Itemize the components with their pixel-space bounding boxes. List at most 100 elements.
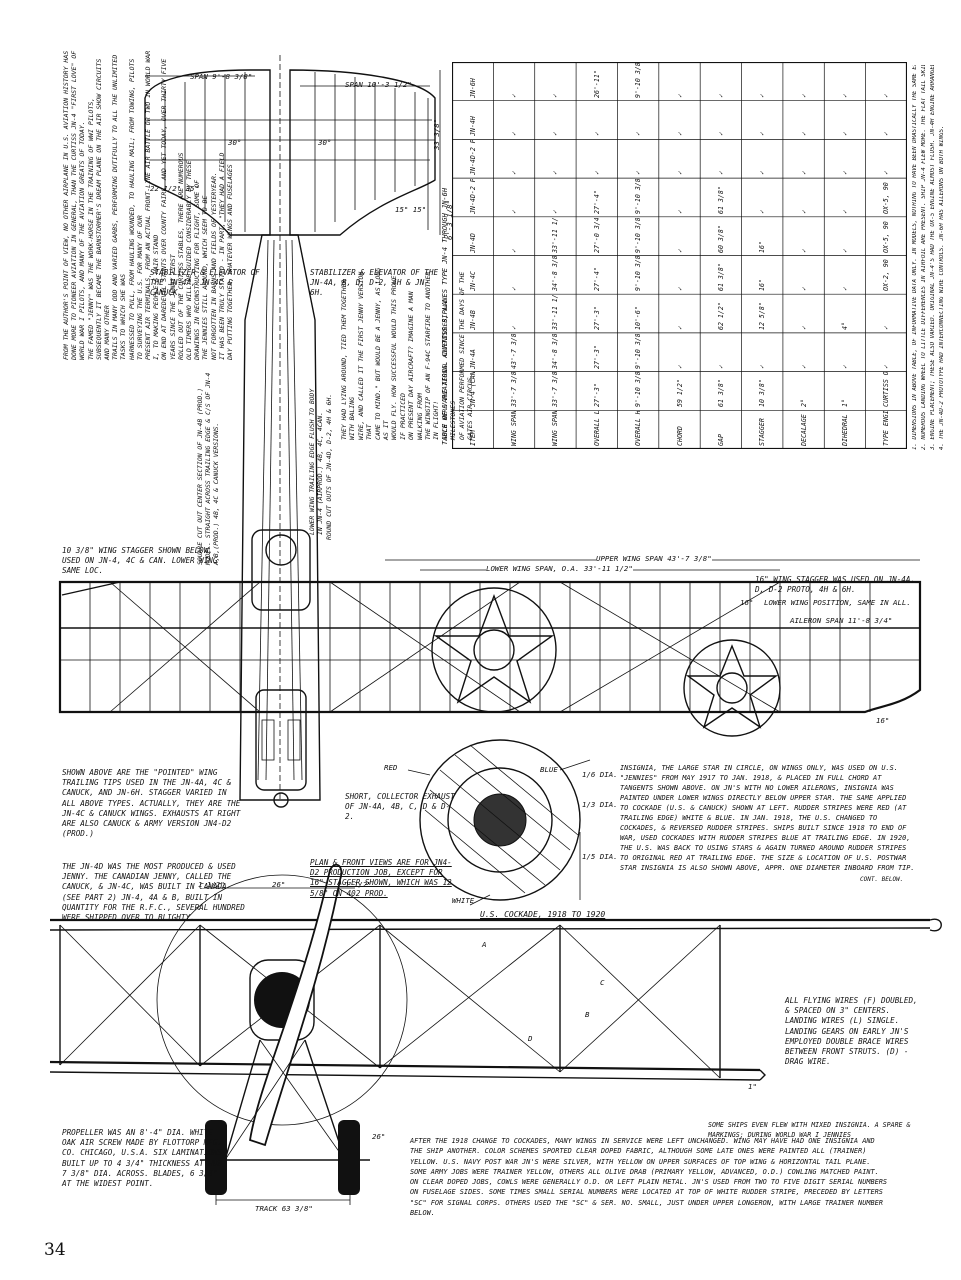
table-cell: ✓ (551, 171, 560, 176)
round-cutouts-label: ROUND CUT OUTS OF JN-4D, D-2, 4H & 6H. (325, 393, 333, 540)
table-cell: 27'-4" (592, 267, 601, 292)
table-cell: ✓ (716, 132, 725, 137)
span-stab-4-label: SPAN 9'-8 3/8" (190, 72, 253, 81)
table-cell: ✓ (675, 325, 684, 330)
table-cell: ✓ (882, 364, 891, 369)
upper-span-label: UPPER WING SPAN 43'-7 3/8" (596, 554, 712, 563)
table-row-label: OVERALL LENGTH (592, 411, 601, 446)
table-cell: 9'-10 3/8" (634, 256, 643, 292)
table-cell: ✓ (758, 364, 767, 369)
cockade-white-label: WHITE (452, 896, 475, 905)
cockade-dim-2: 1/3 DIA. (582, 800, 618, 809)
table-cell: ✓ (675, 287, 684, 292)
table-column-header: JN-4D-2 PRODUCTION (469, 140, 477, 175)
exhaust-note: SHORT, COLLECTOR EXHAUST OF JN-4A, 4B, C… (345, 792, 455, 822)
table-cell: OX-5, 90 (882, 182, 891, 214)
table-cell: 61 3/8" (716, 379, 725, 408)
table-cell: ✓ (799, 325, 808, 330)
tip-note: SHOWN ABOVE ARE THE "POINTED" WING TRAIL… (62, 768, 241, 839)
table-cell: 33'-7 3/8" (551, 372, 560, 408)
table-cell: ✓ (882, 325, 891, 330)
aileron-span-label: AILERON SPAN 11'-8 3/4" (790, 616, 893, 625)
table-cell: ✓ (634, 132, 643, 137)
track-label: TRACK 63 3/8" (255, 1204, 313, 1213)
table-cell: ✓ (882, 132, 891, 137)
us-cockade (407, 739, 591, 906)
table-cell: 10'-6" (634, 306, 643, 330)
angle-label: 30° (228, 138, 242, 147)
table-row-label: STAGGER (758, 418, 767, 446)
table-cell: 34'-8 3/8" (551, 333, 560, 369)
table-cell: ✓ (551, 209, 560, 214)
table-row-label: DECALAGE (799, 414, 808, 446)
table-footnote: 4. THE JN-4D-2 PROTOTYPE HAD INTERCONNEC… (939, 125, 945, 450)
table-cell: ✓ (840, 364, 849, 369)
table-cell: 33'-11 1/2" (551, 217, 560, 253)
insignia-note: INSIGNIA, THE LARGE STAR IN CIRCLE, ON W… (620, 764, 915, 872)
table-cell: OX-5, 90 (882, 220, 891, 253)
wire-label-a: A (482, 940, 487, 949)
table-row-label: GAP (716, 434, 725, 446)
table-cell: ✓ (758, 132, 767, 137)
stagger-right-note: 16" WING STAGGER WAS USED ON JN-4A, D, D… (755, 575, 916, 595)
table-row-label: DIHEDRAL (840, 414, 849, 446)
wire-label-c: C (600, 978, 605, 987)
table-cell: ✓ (882, 171, 891, 176)
fuselage-plan-view (239, 234, 321, 808)
table-cell: ✓ (675, 171, 684, 176)
table-cell: ✓ (840, 93, 849, 98)
table-cell: ✓ (675, 248, 684, 253)
dim-label: 1" (748, 1082, 757, 1091)
angle-label: 30° (318, 138, 332, 147)
front-view (49, 863, 942, 1205)
table-row-label: WING SPAN UPPER (510, 411, 519, 446)
lower-trailing-label: LOWER WING TRAILING EDGE FLUSH TO BODY I… (308, 388, 325, 535)
table-cell: 27'-3" (592, 344, 601, 369)
cockade-blue-label: BLUE (540, 765, 558, 774)
table-cell: 4° (840, 321, 849, 330)
tail-plan-view (144, 55, 441, 800)
propeller-note: PROPELLER WAS AN 8'-4" DIA. WHITE OAK AI… (62, 1128, 227, 1189)
dim-label: 16" (740, 598, 754, 607)
table-cell: ✓ (716, 364, 725, 369)
mixed-insignia-note: SOME SHIPS EVEN FLEW WITH MIXED INSIGNIA… (708, 1121, 911, 1140)
dim-label: 26" (372, 1132, 386, 1141)
table-column-header: JN-4B (468, 310, 477, 330)
table-cell: ✓ (510, 209, 519, 214)
table-cell: 43'-7 3/8" (510, 333, 519, 369)
jn4d-note: THE JN-4D WAS THE MOST PRODUCED & USED J… (62, 862, 245, 923)
table-row-label: WING SPAN LOWER (551, 411, 560, 446)
table-cell: ✓ (551, 93, 560, 98)
cockade-dim-1: 1/6 DIA. (582, 770, 618, 779)
table-cell: ✓ (882, 93, 891, 98)
table-cell: ✓ (758, 93, 767, 98)
table-cell: ✓ (510, 325, 519, 330)
table-cell: ✓ (758, 209, 767, 214)
table-cell: ✓ (634, 171, 643, 176)
dim-label: 26" (272, 880, 286, 889)
table-column-header: JN-4D-2 PROTOTYPE (468, 179, 477, 214)
table-cell: ✓ (799, 171, 808, 176)
table-cell: 34'-8 3/8" (551, 256, 560, 292)
table-cell: ✓ (758, 171, 767, 176)
table-cell: ✓ (840, 171, 849, 176)
table-row-label: CHORD (675, 426, 684, 446)
table-cell: 33'-7 3/8" (510, 372, 519, 408)
table-row-label: OVERALL HEIGHT (634, 411, 643, 446)
stab-left-label: STABILIZER & ELEVATOR OF THE JN-4A, JN-4… (150, 268, 260, 298)
wire-label-b: B (585, 1010, 590, 1019)
table-cell: ✓ (840, 209, 849, 214)
table-cell: 16" (758, 279, 767, 292)
dim-label: 22 1/2" 35" (150, 184, 199, 193)
table-cell: 33'-11 1/2" (551, 295, 560, 330)
table-footnote: 3. ENGINE PLACEMENT; THESE ALSO VARIED. … (930, 65, 936, 450)
table-cell: ✓ (799, 287, 808, 292)
table-cell: 9'-10 3/8" (634, 217, 643, 253)
table-cell: 9'-10 3/8" (634, 372, 643, 408)
table-cell: ✓ (799, 364, 808, 369)
cockade-dim-3: 1/5 DIA. (582, 852, 618, 861)
table-column-header: JN-4A (468, 348, 477, 369)
table-cell: 26'-11" (592, 69, 601, 98)
table-column-header: JN-4H (468, 116, 477, 137)
